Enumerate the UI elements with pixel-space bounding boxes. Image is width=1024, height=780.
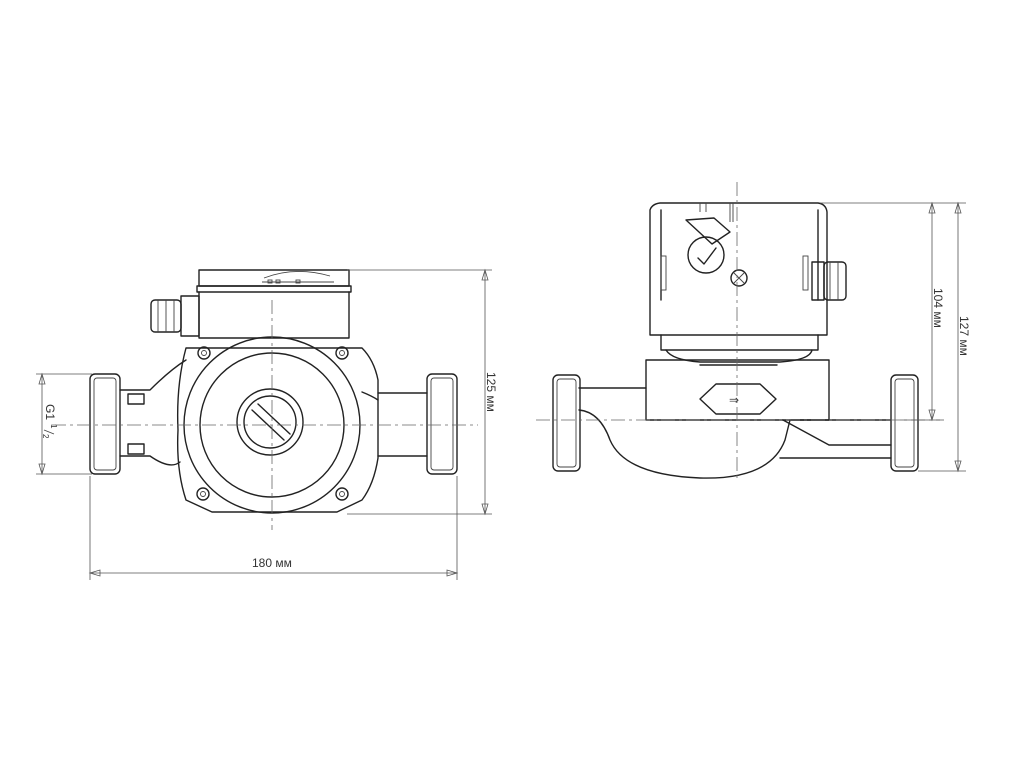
flow-arrow: ⇒ — [729, 393, 739, 407]
speed-knob — [685, 217, 731, 274]
pump-base-side: ⇒ — [578, 359, 892, 479]
front-view — [52, 269, 478, 530]
svg-text:1: 1 — [49, 424, 58, 429]
union-nut-side-left — [552, 374, 581, 472]
svg-text:G1: G1 — [43, 404, 57, 420]
cover-screw — [730, 269, 748, 287]
height-side-total-label: 127 мм — [957, 316, 971, 356]
front-dimensions: 180 мм 125 мм G1 1 2 — [36, 268, 498, 580]
thread-label: G1 1 2 — [41, 404, 58, 439]
side-dimensions: 104 мм 127 мм — [820, 201, 971, 473]
terminal-box — [196, 269, 352, 339]
cable-gland — [150, 295, 200, 337]
pipe-body-front — [119, 359, 428, 466]
height-side-body-label: 104 мм — [931, 288, 945, 328]
motor-housing — [649, 202, 828, 363]
svg-text:2: 2 — [41, 434, 50, 439]
flow-direction-badge: ⇒ — [699, 383, 777, 415]
side-view: ⇒ — [536, 182, 940, 479]
union-nut-left — [89, 373, 121, 475]
length-label: 180 мм — [252, 556, 292, 570]
union-nut-right — [426, 373, 458, 475]
height-front-label: 125 мм — [484, 372, 498, 412]
cable-gland-side — [811, 261, 847, 301]
union-nut-side-right — [890, 374, 919, 472]
